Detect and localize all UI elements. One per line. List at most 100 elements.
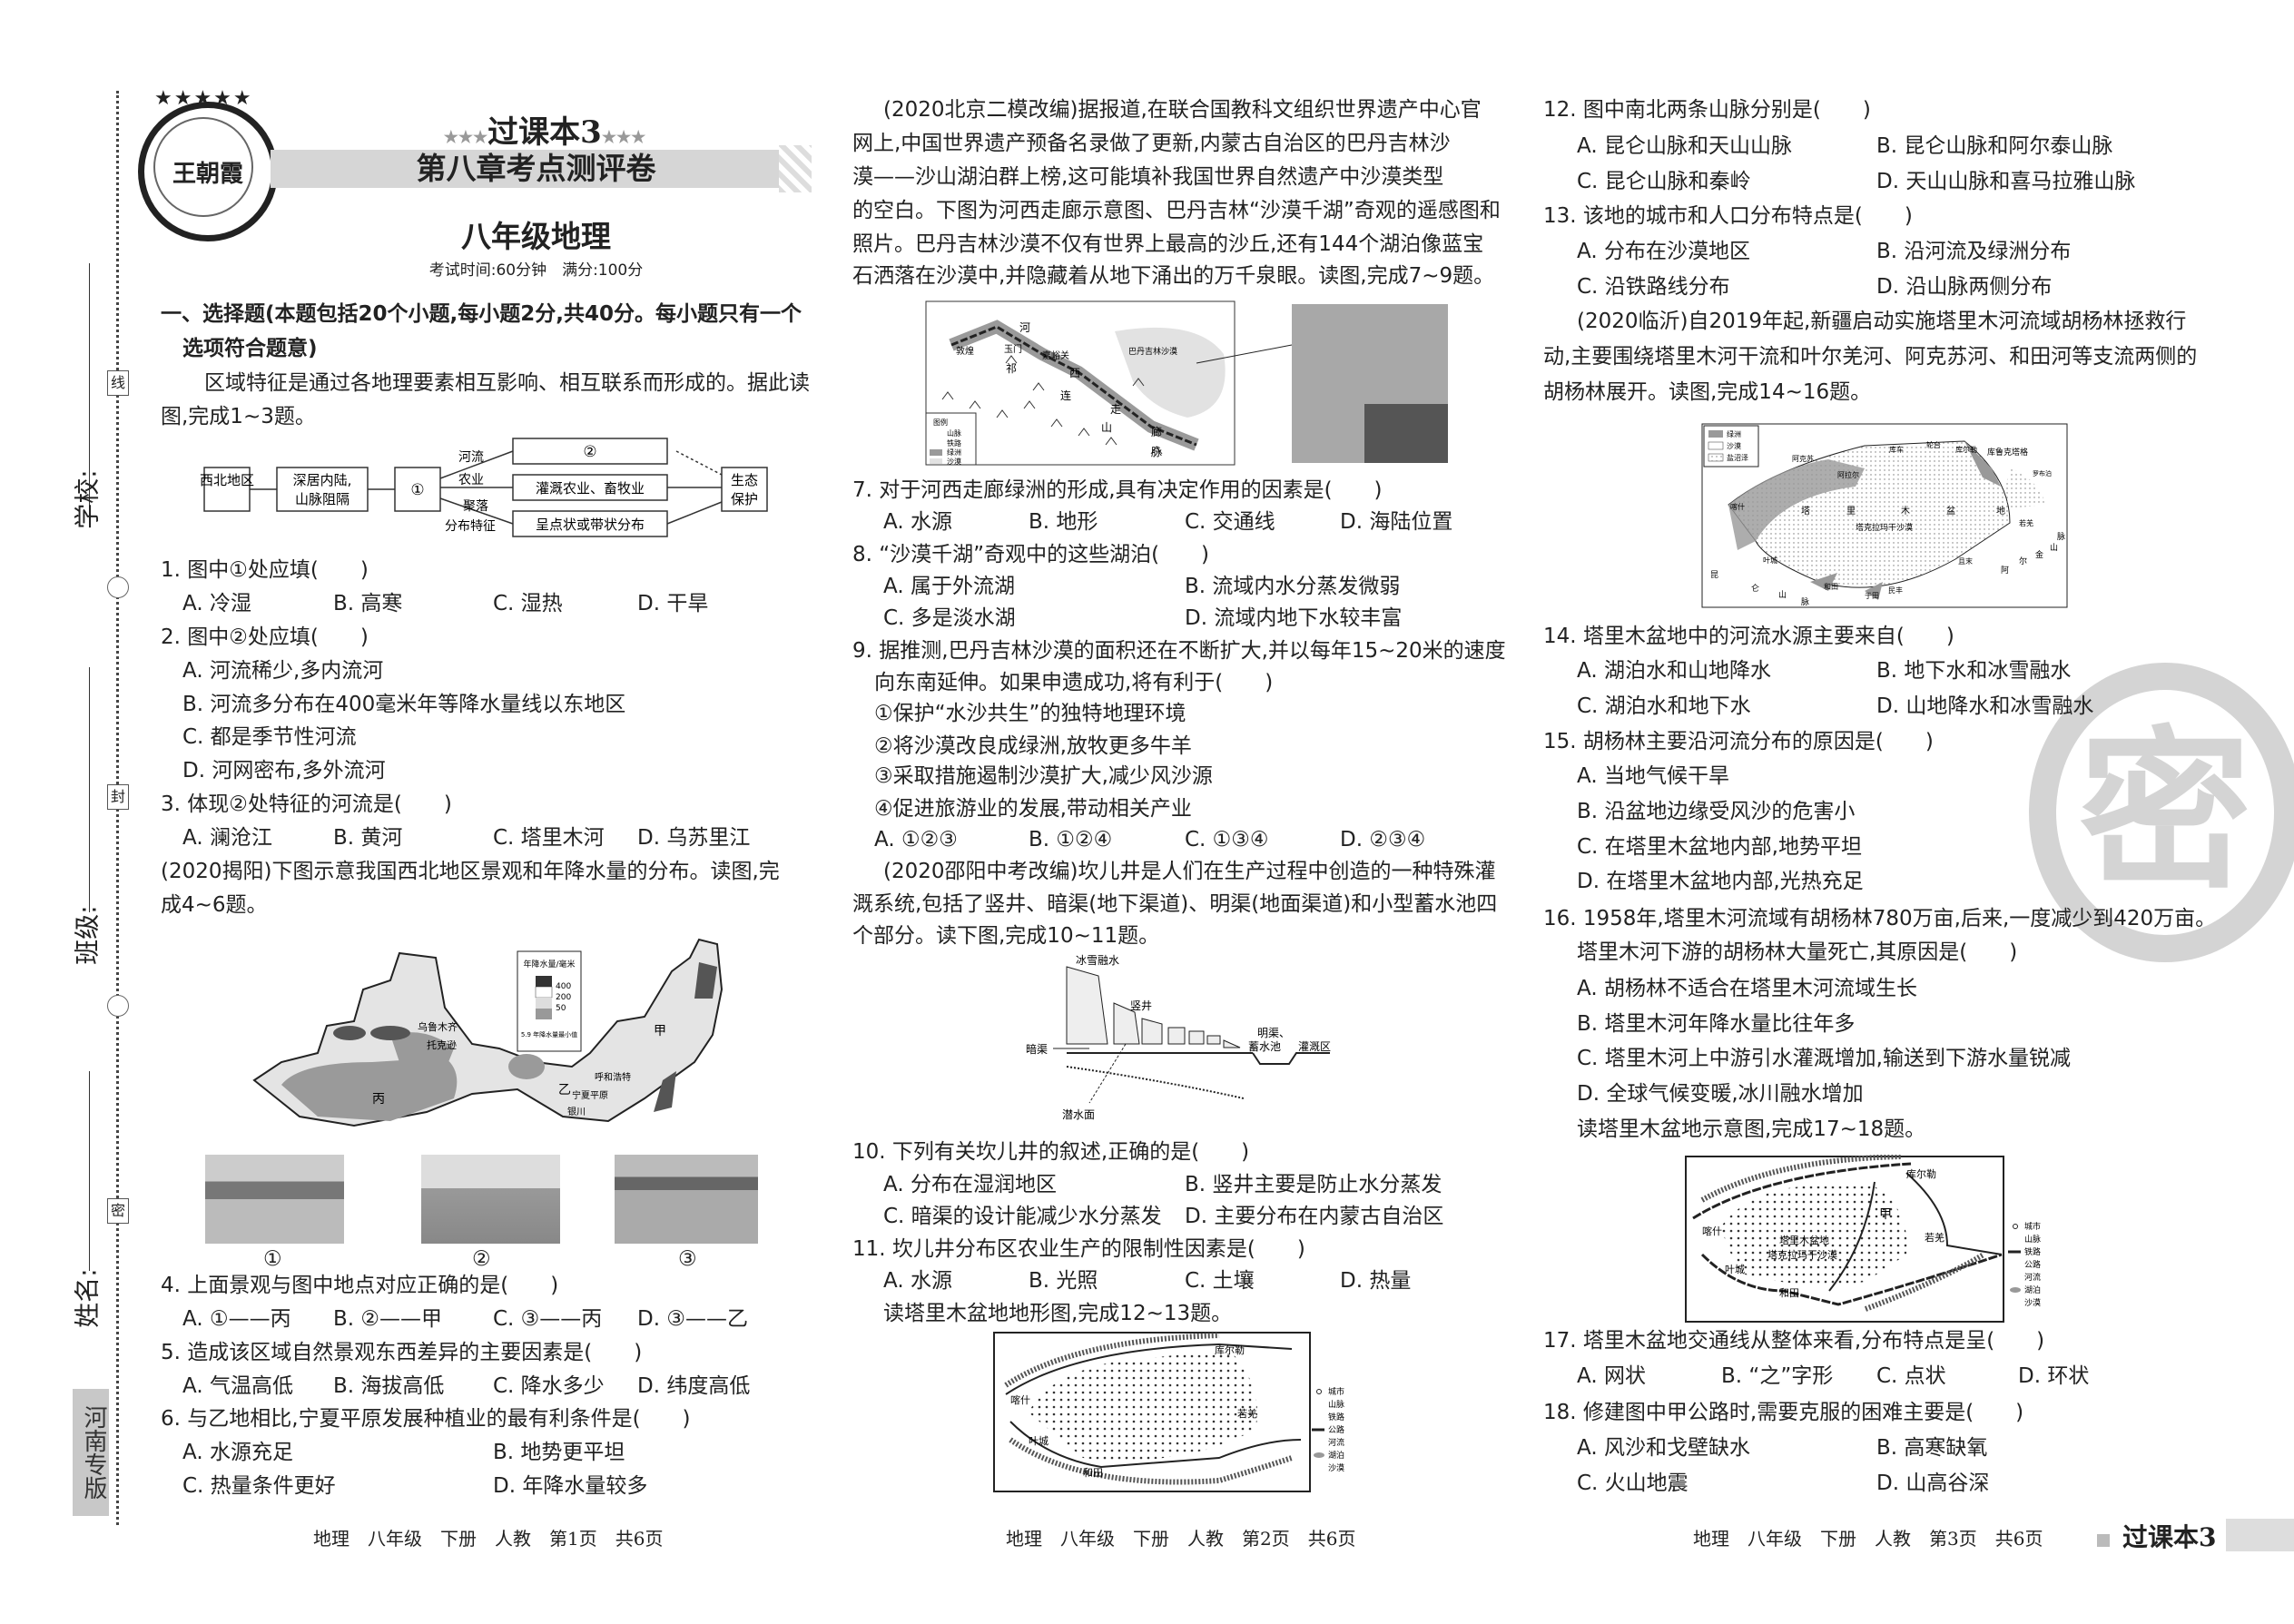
option[interactable]: B. 昆仑山脉和阿尔泰山脉	[1876, 134, 2113, 158]
option[interactable]: B. 河流多分布在400毫米年等降水量线以东地区	[182, 693, 626, 716]
option[interactable]: D. 流域内地下水较丰富	[1185, 606, 1403, 630]
option[interactable]: C. 降水多少	[493, 1374, 605, 1398]
option[interactable]: D. ③——乙	[637, 1307, 748, 1331]
option[interactable]: C. ③——丙	[493, 1307, 603, 1331]
option[interactable]: A. 湖泊水和山地降水	[1577, 659, 1771, 683]
option[interactable]: A. 网状	[1577, 1364, 1646, 1388]
map-place: 脉	[2057, 531, 2065, 542]
question-6: 6. 与乙地相比,宁夏平原发展种植业的最有利条件是( )	[161, 1407, 691, 1431]
option[interactable]: C. 交通线	[1185, 510, 1275, 534]
legend-level: 400	[556, 982, 571, 991]
option[interactable]: B. 地下水和冰雪融水	[1876, 659, 2072, 683]
option[interactable]: D. 天山山脉和喜马拉雅山脉	[1876, 170, 2136, 193]
map-place: 银川	[567, 1106, 586, 1117]
question-2: 2. 图中②处应填( )	[161, 625, 369, 649]
option[interactable]: D. 山地降水和冰雪融水	[1876, 694, 2094, 718]
map-place: 库车	[1889, 445, 1904, 454]
option[interactable]: A. 属于外流湖	[883, 575, 1015, 598]
option[interactable]: D. 环状	[2018, 1364, 2090, 1388]
option[interactable]: D. 河网密布,多外流河	[182, 759, 386, 782]
series-heading: ★★★过课本3★★★	[409, 107, 681, 152]
option[interactable]: A. 水源充足	[182, 1441, 293, 1464]
option[interactable]: A. 胡杨林不适合在塔里木河流域生长	[1577, 977, 1917, 1000]
option[interactable]: B. ②——甲	[333, 1307, 443, 1331]
option[interactable]: B. 黄河	[333, 826, 403, 850]
question-17: 17. 塔里木盆地交通线从整体来看,分布特点是呈( )	[1543, 1329, 2045, 1353]
option[interactable]: C. 多是淡水湖	[883, 606, 1016, 630]
option[interactable]: C. 都是季节性河流	[182, 725, 357, 749]
option[interactable]: B. 沿盆地边缘受风沙的危害小	[1577, 800, 1856, 823]
option[interactable]: C. 沿铁路线分布	[1577, 275, 1730, 299]
intro-text: 区域特征是通过各地理要素相互影响、相互联系而形成的。据此读	[204, 371, 810, 395]
option[interactable]: C. 塔里木河	[493, 826, 605, 850]
option[interactable]: B. “之”字形	[1721, 1364, 1834, 1388]
option[interactable]: B. 高寒	[333, 592, 403, 615]
option[interactable]: C. 点状	[1876, 1364, 1946, 1388]
question-7: 7. 对于河西走廊绿洲的形成,具有决定作用的因素是( )	[852, 478, 1383, 502]
option[interactable]: B. 沿河流及绿洲分布	[1876, 240, 2072, 263]
option[interactable]: C. ①③④	[1185, 828, 1269, 851]
option[interactable]: A. 水源	[883, 510, 952, 534]
landscape-photo-grassland	[615, 1155, 758, 1244]
series-badge: 过课本3	[2122, 1522, 2217, 1552]
option[interactable]: C. 火山地震	[1577, 1471, 1689, 1495]
option[interactable]: A. 当地气候干旱	[1577, 764, 1729, 788]
option[interactable]: D. 海陆位置	[1340, 510, 1453, 534]
option[interactable]: B. 竖井主要是防止水分蒸发	[1185, 1173, 1442, 1196]
option[interactable]: D. 沿山脉两侧分布	[1876, 275, 2053, 299]
map-place: 阿	[2001, 566, 2009, 576]
option[interactable]: A. 河流稀少,多内流河	[182, 659, 384, 683]
legend-item: 绿洲	[1727, 430, 1741, 438]
option[interactable]: A. 分布在沙漠地区	[1577, 240, 1750, 263]
option[interactable]: B. 地势更平坦	[493, 1441, 625, 1464]
option[interactable]: C. 土壤	[1185, 1269, 1255, 1293]
option[interactable]: C. 热量条件更好	[182, 1474, 336, 1498]
option[interactable]: A. 冷湿	[182, 592, 251, 615]
option[interactable]: B. 海拔高低	[333, 1374, 445, 1398]
flow-label: 河流	[458, 450, 484, 465]
map-place: 库尔勒	[1955, 445, 1977, 454]
map-place: 山	[1778, 590, 1787, 600]
option[interactable]: A. 澜沧江	[182, 826, 272, 850]
option[interactable]: A. 昆仑山脉和天山山脉	[1577, 134, 1792, 158]
option[interactable]: C. 塔里木河上中游引水灌溉增加,输送到下游水量锐减	[1577, 1047, 2071, 1070]
option[interactable]: A. ①②③	[874, 828, 958, 851]
option[interactable]: D. 主要分布在内蒙古自治区	[1185, 1205, 1444, 1228]
option[interactable]: B. 光照	[1029, 1269, 1098, 1293]
option[interactable]: D. 全球气候变暖,冰川融水增加	[1577, 1082, 1864, 1106]
option[interactable]: A. 水源	[883, 1269, 952, 1293]
map-place: 连	[1060, 389, 1071, 402]
option[interactable]: B. 流域内水分蒸发微弱	[1185, 575, 1401, 598]
legend-note: 5.9 年降水量最小值	[521, 1030, 577, 1038]
map-place: 阿克苏	[1792, 454, 1814, 463]
option[interactable]: D. 乌苏里江	[637, 826, 751, 850]
karez-label: 明渠、	[1257, 1027, 1290, 1039]
option[interactable]: D. ②③④	[1340, 828, 1426, 851]
option[interactable]: D. 在塔里木盆地内部,光热充足	[1577, 870, 1864, 893]
title-band	[271, 150, 802, 188]
option[interactable]: D. 山高谷深	[1876, 1471, 1990, 1495]
option[interactable]: D. 热量	[1340, 1269, 1412, 1293]
flow-node: 灌溉农业、畜牧业	[536, 480, 645, 497]
class-label: 班级:	[72, 905, 103, 965]
option[interactable]: C. 湖泊水和地下水	[1577, 694, 1751, 718]
option[interactable]: C. 湿热	[493, 592, 563, 615]
option[interactable]: D. 年降水量较多	[493, 1474, 648, 1498]
option[interactable]: C. 昆仑山脉和秦岭	[1577, 170, 1751, 193]
option[interactable]: C. 在塔里木盆地内部,地势平坦	[1577, 835, 1862, 859]
option[interactable]: B. 高寒缺氧	[1876, 1436, 1988, 1460]
option[interactable]: C. 暗渠的设计能减少水分蒸发	[883, 1205, 1162, 1228]
map-place: 托克逊	[427, 1038, 457, 1051]
option[interactable]: B. 塔里木河年降水量比往年多	[1577, 1012, 1856, 1036]
logo-text: 王朝霞	[172, 161, 243, 188]
option[interactable]: A. 气温高低	[182, 1374, 293, 1398]
map-place: 廊	[1151, 425, 1162, 438]
option[interactable]: B. ①②④	[1029, 828, 1113, 851]
intro-text: 胡杨林展开。读图,完成14~16题。	[1543, 380, 1872, 404]
option[interactable]: D. 纬度高低	[637, 1374, 751, 1398]
option[interactable]: A. 风沙和戈壁缺水	[1577, 1436, 1750, 1460]
option[interactable]: D. 干旱	[637, 592, 709, 615]
option[interactable]: A. ①——丙	[182, 1307, 291, 1331]
option[interactable]: B. 地形	[1029, 510, 1098, 534]
option[interactable]: A. 分布在湿润地区	[883, 1173, 1057, 1196]
